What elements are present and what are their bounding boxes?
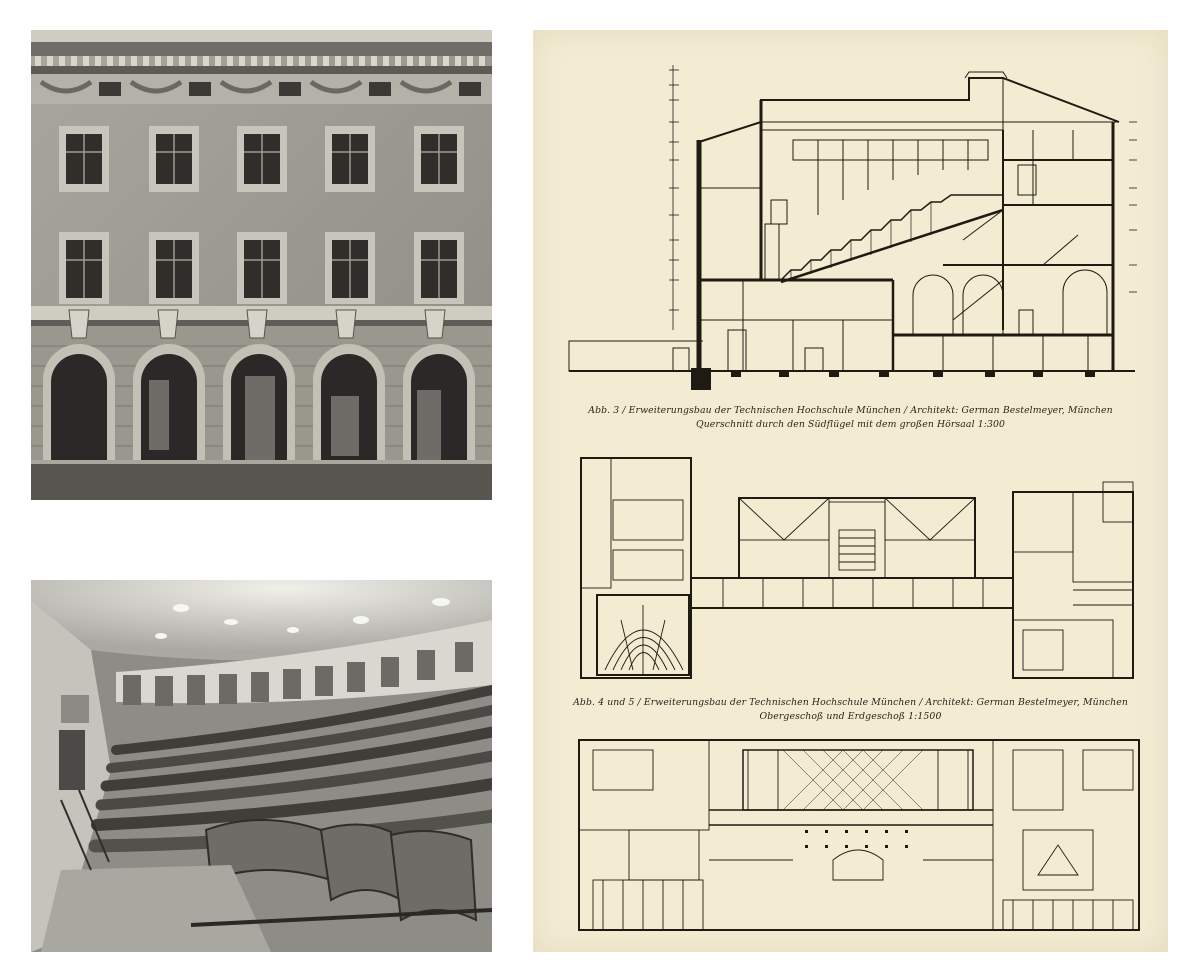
ground-floor-plan-drawing <box>578 739 1140 931</box>
lecture-hall-photo <box>31 580 492 952</box>
plans-caption: Abb. 4 und 5 / Erweiterungsbau der Techn… <box>533 696 1168 724</box>
section-and-plans-drawing <box>568 65 1140 931</box>
plans-caption-line-2: Obergeschoß und Erdgeschoß 1:1500 <box>759 711 942 722</box>
plans-caption-line-1: Abb. 4 und 5 / Erweiterungsbau der Techn… <box>573 697 1128 708</box>
architectural-plate: Abb. 3 / Erweiterungsbau der Technischen… <box>533 30 1168 952</box>
facade-photo <box>31 30 492 500</box>
section-caption-line-2: Querschnitt durch den Südflügel mit dem … <box>695 419 1005 430</box>
section-caption: Abb. 3 / Erweiterungsbau der Technischen… <box>533 404 1168 432</box>
cross-section-drawing <box>568 65 1137 390</box>
facade-illustration <box>31 30 492 500</box>
lecture-hall-illustration <box>31 580 492 952</box>
section-caption-line-1: Abb. 3 / Erweiterungsbau der Technischen… <box>588 405 1113 416</box>
upper-floor-plan-drawing <box>580 457 1134 679</box>
